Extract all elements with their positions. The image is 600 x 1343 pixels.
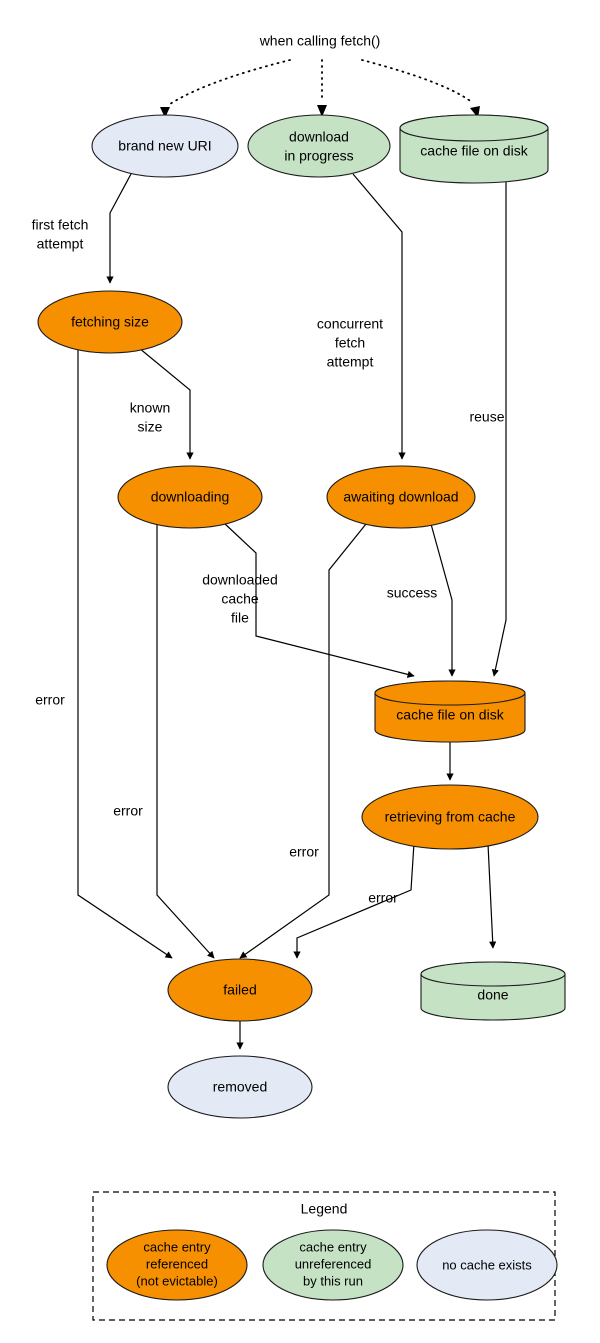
- node-fetching-size[interactable]: fetching size: [37, 290, 183, 354]
- concurrent-fetch-attempt-line2: fetch: [335, 335, 365, 351]
- failed-shape[interactable]: [167, 958, 313, 1022]
- edge-label-first-fetch-attempt: first fetch attempt: [32, 217, 89, 252]
- edge-label-success: success: [387, 585, 438, 601]
- legend-title: Legend: [301, 1201, 348, 1217]
- edge-fetch-to-cache-file-green: [361, 59, 474, 104]
- legend-green-shape: [262, 1229, 404, 1301]
- edge-label-error-1: error: [35, 692, 65, 708]
- fetching-size-label: fetching size: [71, 314, 149, 330]
- legend-orange-line1: cache entry: [143, 1239, 211, 1254]
- legend-orange-line2: referenced: [146, 1256, 208, 1271]
- edge-label-downloaded-cache-file: downloaded cache file: [202, 572, 278, 626]
- failed-label: failed: [223, 982, 256, 998]
- downloading-label: downloading: [151, 489, 230, 505]
- edge-label-reuse: reuse: [469, 409, 504, 425]
- arrowhead-download-in-progress: [317, 105, 327, 117]
- node-cache-file-on-disk-green[interactable]: cache file on disk: [399, 114, 549, 184]
- legend-green-line1: cache entry: [299, 1239, 367, 1254]
- edge-fetch-to-brand-new-uri: [169, 59, 291, 105]
- legend-green-line2: unreferenced: [295, 1256, 372, 1271]
- concurrent-fetch-attempt-line1: concurrent: [317, 316, 383, 332]
- node-cache-file-on-disk-orange[interactable]: cache file on disk: [374, 680, 526, 743]
- downloaded-cache-file-line3: file: [231, 610, 249, 626]
- legend-orange-shape: [106, 1229, 248, 1301]
- cache-file-green-top: [399, 114, 549, 142]
- edge-fetching-size-to-downloading: [138, 347, 194, 460]
- legend-item-green: cache entry unreferenced by this run: [262, 1229, 404, 1301]
- legend-blue-line1: no cache exists: [442, 1257, 532, 1272]
- arrowhead-brand-new-uri: [160, 107, 170, 118]
- done-top: [420, 961, 566, 987]
- cache-file-orange-top: [374, 680, 526, 706]
- node-done[interactable]: done: [420, 961, 566, 1021]
- fetching-size-shape[interactable]: [37, 290, 183, 354]
- edge-download-in-progress-to-awaiting-download: [352, 173, 406, 460]
- brand-new-uri-shape[interactable]: [91, 114, 239, 178]
- download-in-progress-label-line1: download: [289, 129, 349, 145]
- edge-awaiting-download-to-failed: [239, 523, 367, 959]
- awaiting-download-shape[interactable]: [326, 465, 476, 529]
- download-in-progress-shape[interactable]: [247, 114, 391, 178]
- legend-blue-shape: [416, 1229, 558, 1301]
- legend-orange-line3: (not evictable): [136, 1273, 218, 1288]
- edge-label-error-2: error: [113, 803, 143, 819]
- downloaded-cache-file-line1: downloaded: [202, 572, 278, 588]
- edge-cache-green-to-cache-orange: [491, 178, 507, 677]
- brand-new-uri-label: brand new URI: [118, 138, 211, 154]
- node-download-in-progress[interactable]: download in progress: [247, 114, 391, 178]
- edge-brand-new-uri-to-fetching-size: [106, 173, 132, 284]
- removed-label: removed: [213, 1079, 267, 1095]
- node-failed[interactable]: failed: [167, 958, 313, 1022]
- retrieving-from-cache-shape[interactable]: [361, 784, 539, 850]
- concurrent-fetch-attempt-line3: attempt: [327, 354, 374, 370]
- node-retrieving-from-cache[interactable]: retrieving from cache: [361, 784, 539, 850]
- cache-file-green-label: cache file on disk: [420, 143, 528, 159]
- edge-label-error-3: error: [289, 844, 319, 860]
- edge-label-concurrent-fetch-attempt: concurrent fetch attempt: [317, 316, 383, 370]
- node-brand-new-uri[interactable]: brand new URI: [91, 114, 239, 178]
- first-fetch-attempt-line2: attempt: [37, 236, 84, 252]
- edge-retrieving-to-failed: [293, 842, 415, 959]
- edge-fetching-size-to-failed: [77, 347, 173, 959]
- edge-retrieving-to-done: [487, 843, 497, 949]
- downloading-shape[interactable]: [117, 465, 263, 529]
- edge-awaiting-download-to-cache-orange: [430, 523, 456, 677]
- node-awaiting-download[interactable]: awaiting download: [326, 465, 476, 529]
- awaiting-download-label: awaiting download: [343, 489, 458, 505]
- downloaded-cache-file-line2: cache: [221, 591, 259, 607]
- removed-shape[interactable]: [167, 1055, 313, 1119]
- node-removed[interactable]: removed: [167, 1055, 313, 1119]
- known-size-line1: known: [130, 400, 170, 416]
- node-downloading[interactable]: downloading: [117, 465, 263, 529]
- edge-label-known-size: known size: [130, 400, 170, 435]
- edge-downloading-to-cache-orange: [223, 522, 415, 678]
- edge-downloading-to-failed: [156, 524, 215, 959]
- diagram-title: when calling fetch(): [259, 33, 381, 49]
- retrieving-from-cache-label: retrieving from cache: [385, 809, 516, 825]
- legend-item-orange: cache entry referenced (not evictable): [106, 1229, 248, 1301]
- known-size-line2: size: [138, 419, 163, 435]
- download-in-progress-label-line2: in progress: [284, 148, 353, 164]
- first-fetch-attempt-line1: first fetch: [32, 217, 89, 233]
- edge-label-error-4: error: [368, 890, 398, 906]
- done-label: done: [477, 987, 508, 1003]
- legend-item-blue: no cache exists: [416, 1229, 558, 1301]
- cache-file-orange-label: cache file on disk: [396, 707, 504, 723]
- legend-green-line3: by this run: [303, 1273, 363, 1288]
